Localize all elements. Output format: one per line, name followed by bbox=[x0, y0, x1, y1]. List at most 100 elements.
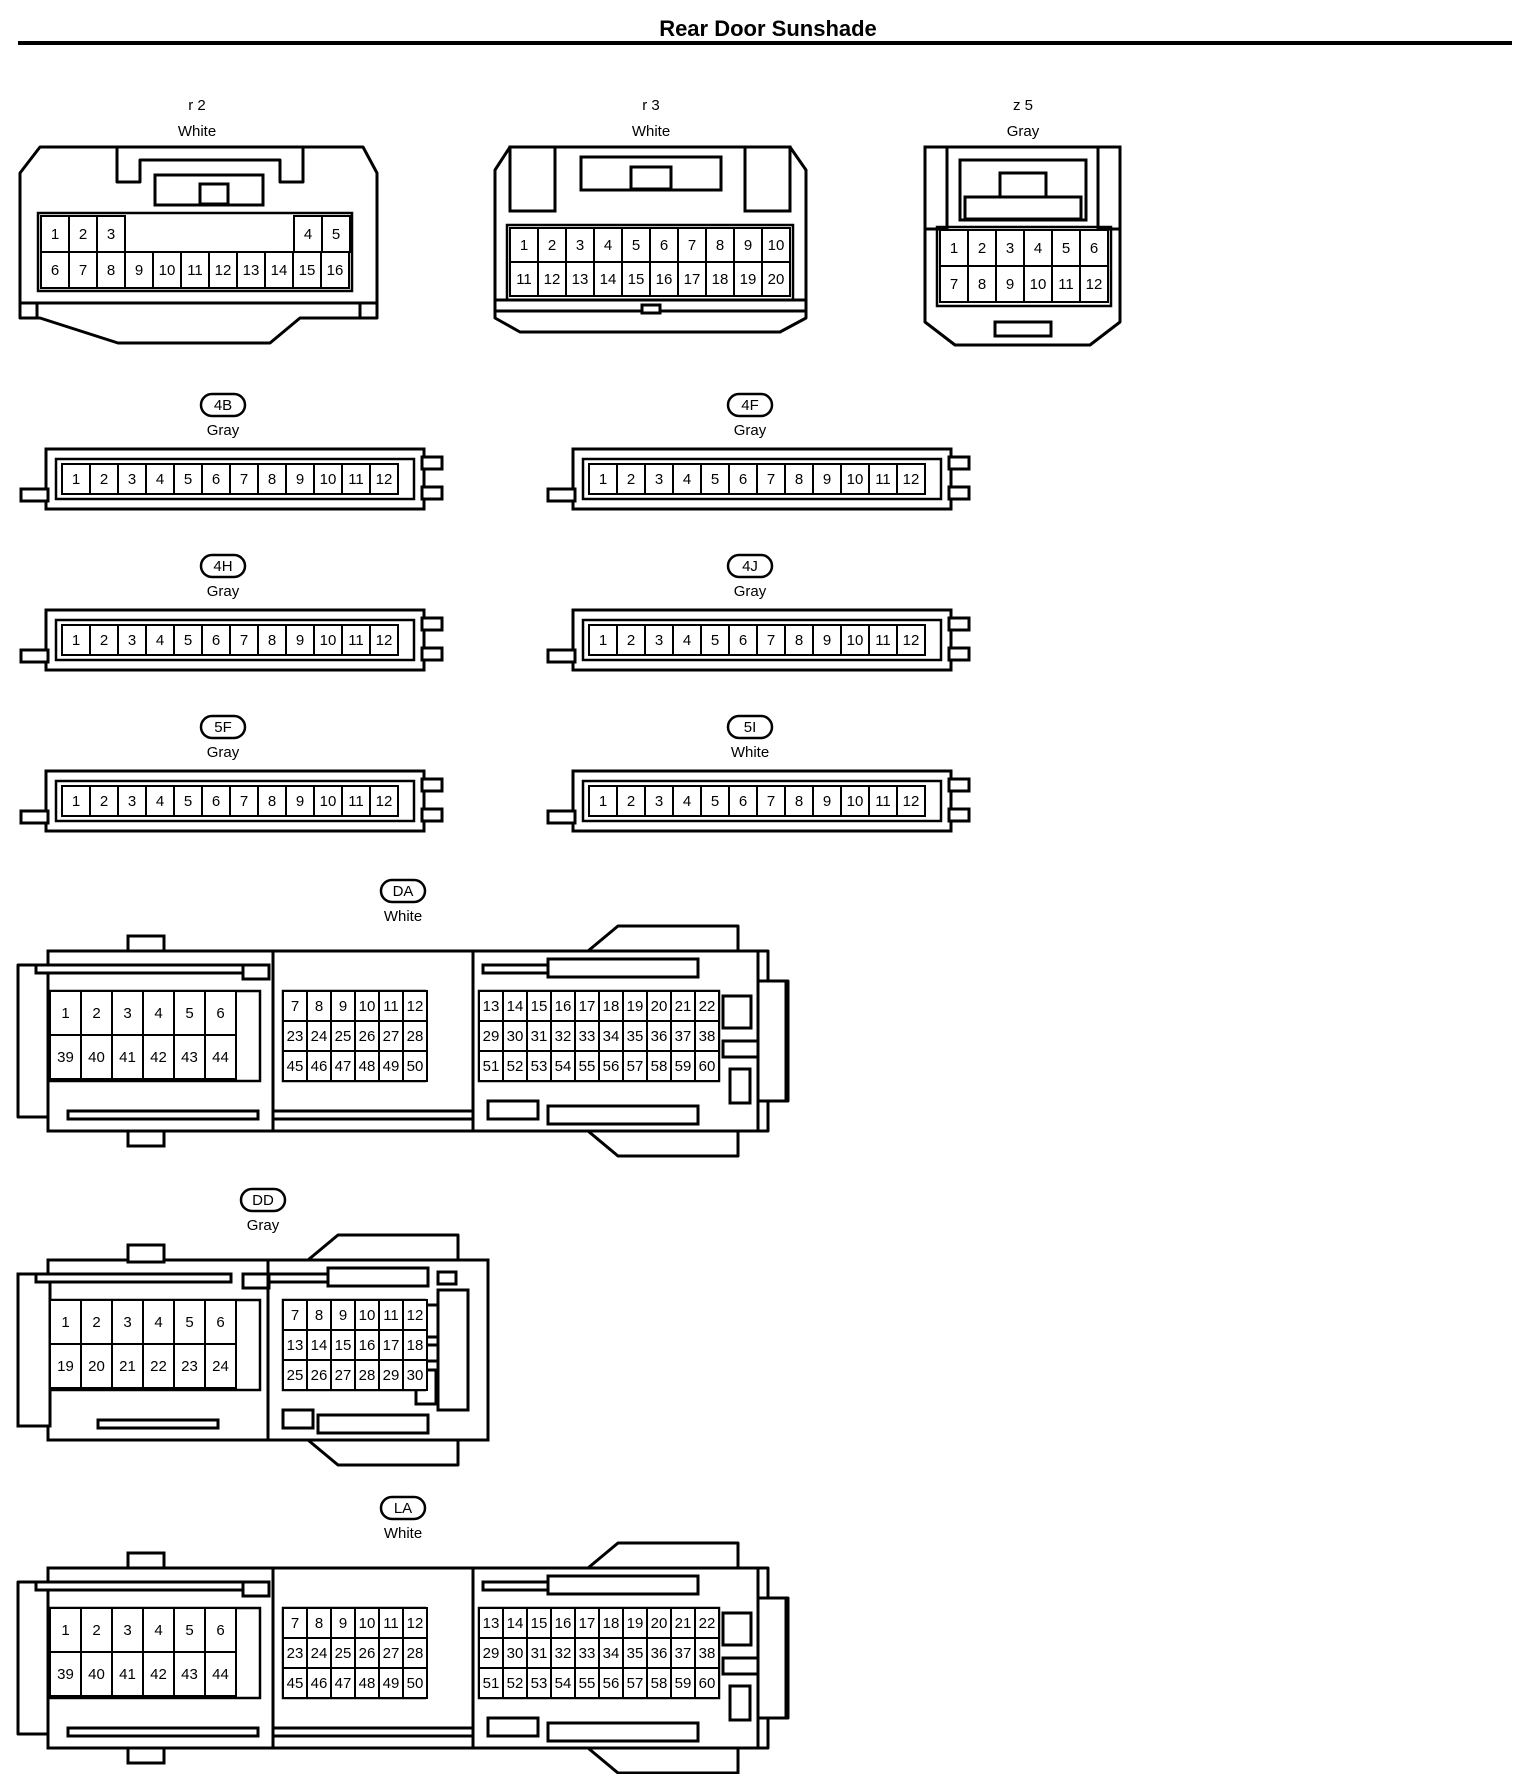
pin-number: 8 bbox=[315, 1615, 323, 1632]
pin-cell bbox=[257, 624, 287, 656]
pin-number: 9 bbox=[135, 262, 143, 279]
pin-cell bbox=[840, 624, 870, 656]
pin-number: 35 bbox=[627, 1645, 644, 1662]
pin-number: 8 bbox=[795, 793, 803, 810]
pin-number: 21 bbox=[675, 998, 692, 1015]
pin-number: 8 bbox=[716, 237, 724, 254]
housing-slot bbox=[271, 1109, 475, 1121]
pin-cell bbox=[145, 624, 175, 656]
housing-tab bbox=[947, 616, 971, 632]
housing-ear bbox=[1096, 145, 1122, 231]
pin-cell bbox=[574, 1607, 600, 1639]
pin-number: 14 bbox=[507, 1615, 524, 1632]
pin-cell bbox=[478, 1637, 504, 1669]
pin-cell bbox=[354, 1299, 380, 1331]
pin-number: 10 bbox=[320, 632, 337, 649]
pin-number: 11 bbox=[875, 793, 891, 810]
pin-number: 58 bbox=[651, 1675, 668, 1692]
pin-number: 48 bbox=[359, 1675, 376, 1692]
pin-cell bbox=[282, 1050, 308, 1082]
pin-number: 55 bbox=[579, 1058, 596, 1075]
housing-tab bbox=[546, 648, 577, 664]
connector-code-badge bbox=[726, 392, 774, 418]
pin-number: 3 bbox=[128, 793, 136, 810]
pin-number: 16 bbox=[656, 271, 673, 288]
latch-key bbox=[998, 171, 1048, 199]
pin-number: 20 bbox=[88, 1358, 105, 1375]
pin-number: 16 bbox=[327, 262, 344, 279]
pin-number: 44 bbox=[212, 1666, 229, 1683]
housing-tab bbox=[241, 963, 271, 981]
connector-color: Gray bbox=[1007, 123, 1040, 140]
pin-number: 9 bbox=[823, 471, 831, 488]
housing-slot bbox=[486, 1716, 540, 1738]
pin-number: 4 bbox=[683, 793, 691, 810]
pin-cell bbox=[868, 785, 898, 817]
pin-cell bbox=[369, 463, 399, 495]
pin-cell bbox=[670, 1637, 696, 1669]
pin-frame bbox=[935, 225, 1113, 308]
pin-cell bbox=[49, 1343, 82, 1389]
pin-number: 28 bbox=[407, 1645, 424, 1662]
pin-cell bbox=[502, 1050, 528, 1082]
pin-number: 24 bbox=[311, 1645, 328, 1662]
pin-number: 13 bbox=[243, 262, 260, 279]
pin-cell bbox=[204, 1034, 237, 1080]
pin-number: 11 bbox=[383, 1307, 399, 1324]
housing-latch bbox=[115, 147, 305, 184]
pin-cell bbox=[369, 785, 399, 817]
pin-number: 37 bbox=[675, 1645, 692, 1662]
pin-cell bbox=[526, 1667, 552, 1699]
pin-cell bbox=[173, 1651, 206, 1697]
pin-number: 34 bbox=[603, 1028, 620, 1045]
pin-number: 30 bbox=[407, 1367, 424, 1384]
housing-ear bbox=[743, 145, 792, 213]
pin-number: 43 bbox=[181, 1049, 198, 1066]
pin-number: 12 bbox=[903, 793, 920, 810]
housing-tab bbox=[241, 1580, 271, 1598]
connector-color: White bbox=[384, 908, 422, 925]
pin-cell bbox=[111, 1607, 144, 1653]
pin-cell bbox=[330, 990, 356, 1022]
pin-cell bbox=[61, 785, 91, 817]
latch-key bbox=[198, 182, 230, 206]
pin-cell bbox=[622, 1607, 648, 1639]
pin-cell bbox=[313, 785, 343, 817]
pin-number: 5 bbox=[185, 1314, 193, 1331]
pin-cell bbox=[201, 624, 231, 656]
connector-color: Gray bbox=[734, 422, 767, 439]
pin-number: 42 bbox=[150, 1666, 167, 1683]
pin-number: 5 bbox=[184, 471, 192, 488]
pin-number: 2 bbox=[79, 226, 87, 243]
pin-number: 6 bbox=[216, 1314, 224, 1331]
pin-number: 3 bbox=[123, 1622, 131, 1639]
pin-cell bbox=[598, 1020, 624, 1052]
latch-key bbox=[629, 165, 673, 191]
pin-number: 2 bbox=[100, 632, 108, 649]
pin-number: 9 bbox=[823, 632, 831, 649]
pin-cell bbox=[142, 1651, 175, 1697]
pin-number: 50 bbox=[407, 1058, 424, 1075]
pin-cell bbox=[378, 1050, 404, 1082]
pin-number: 49 bbox=[383, 1675, 400, 1692]
pin-cell bbox=[173, 1343, 206, 1389]
pin-number: 10 bbox=[159, 262, 176, 279]
pin-number: 44 bbox=[212, 1049, 229, 1066]
pin-cell bbox=[80, 1651, 113, 1697]
pin-number: 1 bbox=[599, 471, 607, 488]
pin-number: 18 bbox=[603, 1615, 620, 1632]
pin-number: 33 bbox=[579, 1028, 596, 1045]
connector-code: z 5 bbox=[1013, 97, 1033, 114]
pin-number: 37 bbox=[675, 1028, 692, 1045]
pin-number: 38 bbox=[699, 1645, 716, 1662]
pin-number: 5 bbox=[1062, 240, 1070, 257]
connector-code: 4F bbox=[741, 397, 759, 414]
pin-number: 3 bbox=[128, 632, 136, 649]
pin-number: 11 bbox=[516, 271, 532, 288]
housing-slot bbox=[281, 1408, 315, 1430]
pin-cell bbox=[282, 1637, 308, 1669]
housing-tab bbox=[420, 485, 444, 501]
housing-slot bbox=[486, 1099, 540, 1121]
pin-number: 12 bbox=[407, 1307, 424, 1324]
pin-number: 21 bbox=[675, 1615, 692, 1632]
